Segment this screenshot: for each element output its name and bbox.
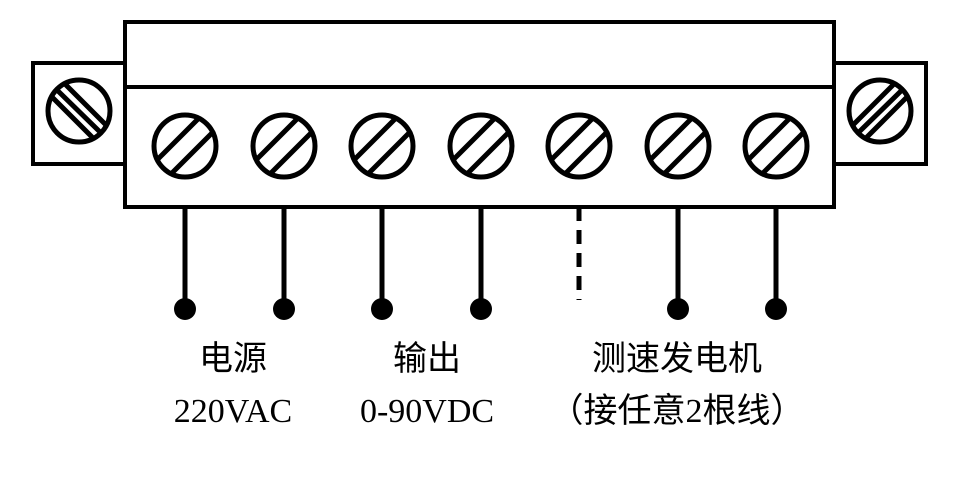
wire-end-dot (765, 298, 787, 320)
left-mounting-screw-icon (45, 77, 113, 145)
label-output-subtitle: 0-90VDC (360, 393, 494, 430)
right-mounting-screw-icon (846, 77, 914, 145)
label-output-title: 输出 (393, 340, 461, 378)
label-tach-title: 测速发电机 (592, 340, 762, 378)
wire-end-dot (470, 298, 492, 320)
terminal-1 (151, 112, 219, 320)
terminal-row (151, 112, 810, 320)
label-power: 电源 220VAC (174, 340, 292, 430)
terminal-screw-icon (742, 112, 810, 180)
left-mounting-ear (31, 61, 128, 166)
label-output: 输出 0-90VDC (360, 340, 494, 430)
terminal-4 (447, 112, 515, 320)
label-power-subtitle: 220VAC (174, 393, 292, 430)
terminal-2 (250, 112, 318, 320)
label-power-title: 电源 (199, 340, 267, 378)
terminal-screw-icon (151, 112, 219, 180)
wire-end-dot (174, 298, 196, 320)
wire-end-dot (371, 298, 393, 320)
terminal-6 (644, 112, 712, 320)
terminal-3 (348, 112, 416, 320)
wire-end-dot (667, 298, 689, 320)
wire-end-dot (273, 298, 295, 320)
terminal-screw-icon (250, 112, 318, 180)
label-tach-subtitle: （接任意2根线） (550, 392, 805, 430)
right-mounting-ear (831, 61, 928, 166)
terminal-7 (742, 112, 810, 320)
label-tach: 测速发电机 （接任意2根线） (550, 340, 805, 430)
terminal-5 (545, 112, 613, 300)
terminal-screw-icon (545, 112, 613, 180)
terminal-screw-icon (348, 112, 416, 180)
terminal-screw-icon (447, 112, 515, 180)
terminal-screw-icon (644, 112, 712, 180)
